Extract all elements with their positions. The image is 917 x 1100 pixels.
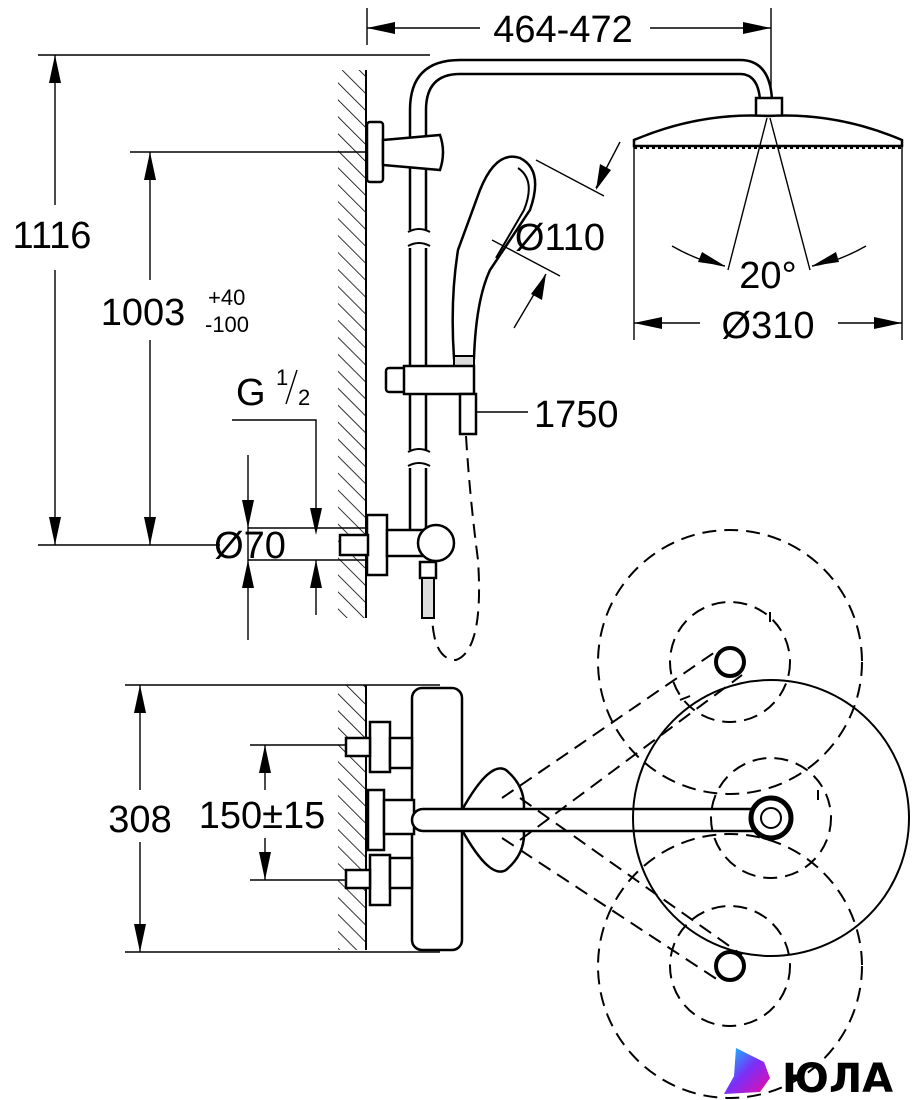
thread-letter: G <box>236 372 266 414</box>
head-shower-top-view <box>632 679 910 957</box>
wall-top-view <box>338 685 367 950</box>
total-height-dimension: 1116 <box>13 54 430 546</box>
thermostat-side-view <box>338 513 456 619</box>
escutcheon-label: Ø70 <box>214 525 286 567</box>
outlet-tolerance-plus: +40 <box>208 285 245 310</box>
outlet-tolerance-minus: -100 <box>205 312 249 337</box>
outlet-height-label: 1003 <box>101 292 186 334</box>
slide-bar-holder: 1750 <box>384 364 619 436</box>
hand-shower-swing-range <box>501 529 863 1099</box>
wall-bracket <box>365 120 445 184</box>
hose-length-label: 1750 <box>534 394 619 436</box>
total-height-label: 1116 <box>13 215 92 257</box>
head-shower-diameter-label: Ø310 <box>722 305 815 347</box>
outlet-height-dimension: 1003 +40 -100 <box>101 151 380 545</box>
spray-angle-label: 20° <box>739 255 796 297</box>
connection-spacing-label: 150±15 <box>199 795 326 837</box>
yula-logo: ЮЛА <box>724 1048 893 1100</box>
arm-projection-dimension: 464-472 <box>366 8 772 90</box>
top-view-depth-dimension: 308 <box>108 684 440 953</box>
connection-spacing-dimension: 150±15 <box>199 744 370 881</box>
yula-logo-icon <box>724 1048 770 1094</box>
hand-shower-diameter-label: Ø110 <box>515 217 605 259</box>
shower-hose <box>431 435 481 662</box>
head-shower: 20° Ø310 <box>632 96 904 347</box>
arm-projection-label: 464-472 <box>493 9 632 51</box>
escutcheon-dimension: Ø70 <box>214 455 380 640</box>
thermostat-top-view <box>344 686 464 952</box>
shower-arm-top-view <box>410 767 794 873</box>
thread-denominator: 2 <box>298 385 310 410</box>
thread-numerator: 1 <box>276 365 288 390</box>
thread-size-annotation: G 1 2 <box>232 365 322 535</box>
top-view-depth-label: 308 <box>108 799 171 841</box>
yula-logo-text: ЮЛА <box>782 1056 893 1100</box>
hand-shower: Ø110 <box>451 141 621 367</box>
